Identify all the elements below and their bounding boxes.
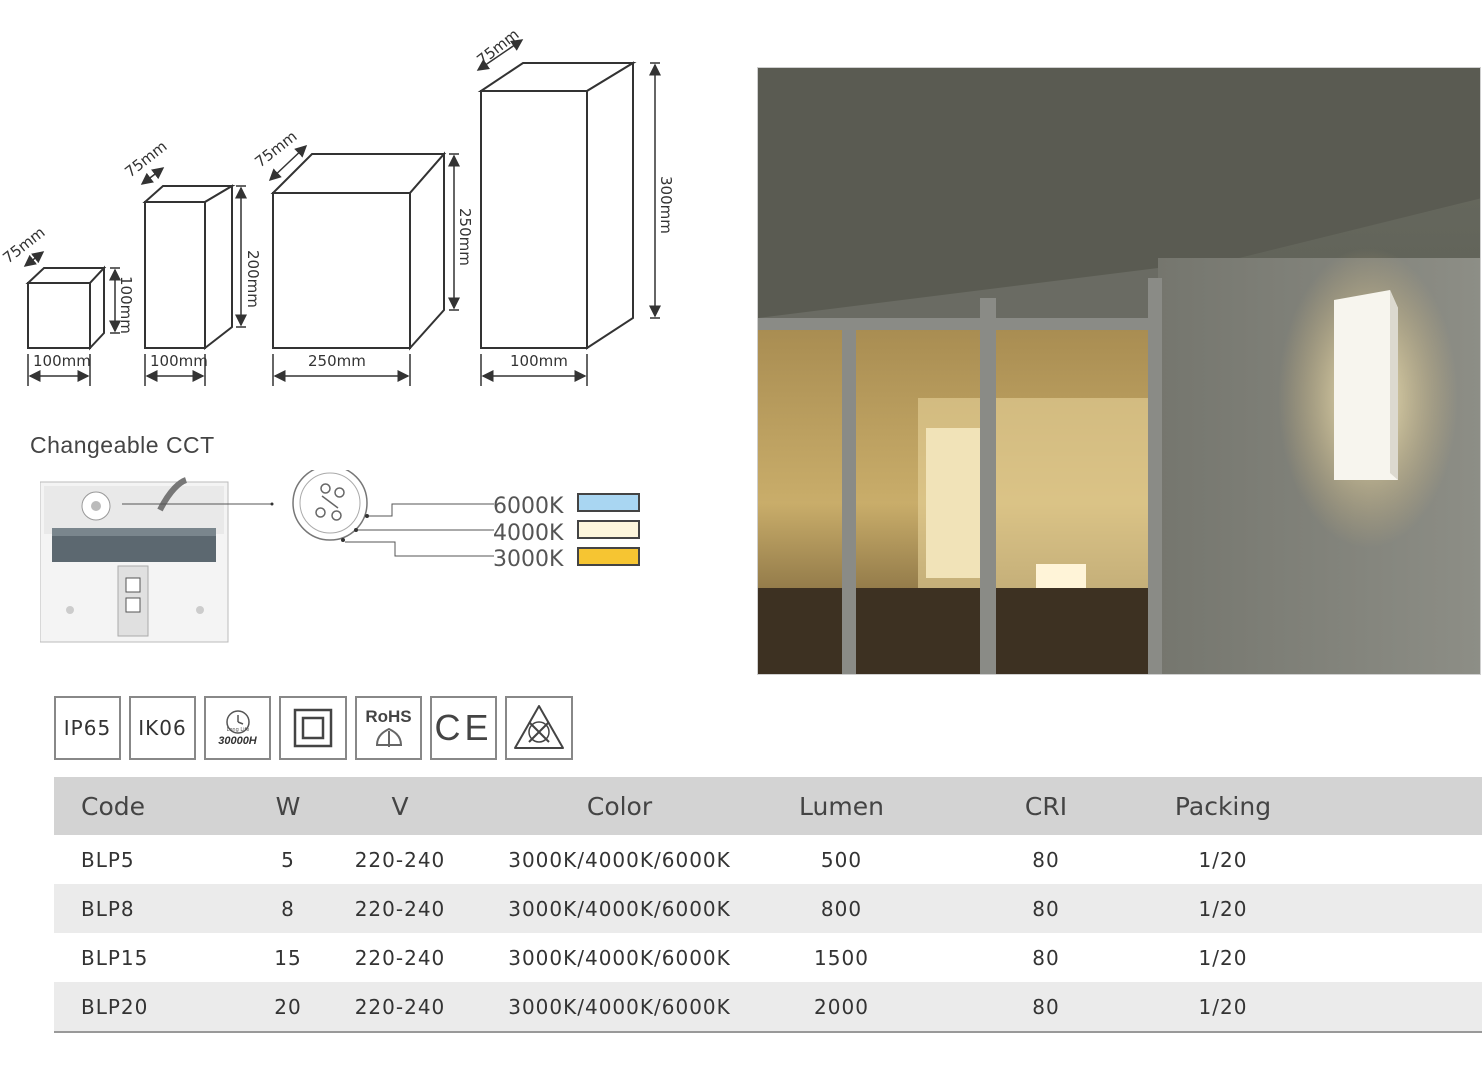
header-cri: CRI: [920, 777, 1172, 835]
height-label-2: 200mm: [244, 250, 262, 308]
ce-badge: CE: [430, 696, 497, 760]
cell-lumen: 2000: [763, 982, 920, 1033]
cell-color: 3000K/4000K/6000K: [476, 982, 763, 1033]
ip65-badge: IP65: [54, 696, 121, 760]
cct-6000k-label: 6000K: [493, 494, 564, 519]
depth-label-3: 75mm: [251, 127, 300, 171]
header-v: V: [324, 777, 476, 835]
box-100x300: [477, 61, 637, 350]
cct-4000k-swatch: [577, 520, 640, 539]
ik06-badge: IK06: [129, 696, 196, 760]
double-insulation-icon: [293, 708, 333, 748]
box-250x250: [270, 151, 447, 351]
cell-color: 3000K/4000K/6000K: [508, 945, 731, 970]
cell-code: BLP8: [54, 884, 252, 933]
spec-table: Code W V Color Lumen CRI Packing BLP5 5 …: [54, 777, 1482, 1033]
leaf-icon: [375, 727, 402, 747]
table-row: BLP5 5 220-240 3000K/4000K/6000K 500 80 …: [54, 835, 1482, 884]
class-ii-badge: [279, 696, 347, 760]
installation-photo: [757, 67, 1481, 675]
cct-3000k-swatch: [577, 547, 640, 566]
cell-lumen: 800: [763, 884, 920, 933]
cell-packing: 1/20: [1198, 945, 1248, 970]
cell-v: 220-240: [324, 884, 476, 933]
no-mercury-icon: [514, 705, 564, 749]
cell-w: 15: [274, 945, 302, 970]
no-mercury-badge: [505, 696, 573, 760]
cell-lumen: 1500: [814, 945, 869, 970]
depth-label-4: 75mm: [473, 25, 522, 69]
rohs-text: RoHS: [365, 707, 412, 726]
table-row: BLP20 20 220-240 3000K/4000K/6000K 2000 …: [54, 982, 1482, 1033]
box-100x200: [142, 184, 236, 351]
table-header-row: Code W V Color Lumen CRI Packing: [54, 777, 1482, 835]
rohs-badge: RoHS: [355, 696, 422, 760]
cct-title: Changeable CCT: [30, 432, 215, 458]
cct-6000k-swatch: [577, 493, 640, 512]
ik06-text: IK06: [138, 716, 187, 740]
cell-packing: 1/20: [1172, 982, 1274, 1033]
cell-cri: 80: [920, 884, 1172, 933]
header-w: W: [252, 777, 324, 835]
header-packing: Packing: [1172, 777, 1274, 835]
cell-w: 5: [281, 847, 295, 872]
cell-v: 220-240: [324, 982, 476, 1033]
cell-packing: 1/20: [1172, 884, 1274, 933]
cell-lumen: 500: [820, 847, 863, 872]
long-life-icon: Long Life: [225, 710, 250, 734]
dimension-drawings: 100mm 100mm 250mm 100mm 100mm 200mm 250m…: [0, 25, 675, 386]
cell-code: BLP20: [54, 982, 252, 1033]
cell-v: 220-240: [354, 847, 446, 872]
header-color: Color: [476, 777, 763, 835]
driver-unit-image: [40, 477, 274, 643]
box-100x100: [25, 265, 107, 351]
cell-packing: 1/20: [1198, 847, 1248, 872]
cct-diagram: 6000K 4000K 3000K: [40, 470, 640, 643]
cell-color: 3000K/4000K/6000K: [508, 847, 731, 872]
cell-w: 8: [252, 884, 324, 933]
depth-label-1: 75mm: [0, 223, 49, 267]
height-label-3: 250mm: [456, 208, 474, 266]
table-row: BLP15 15 220-240 3000K/4000K/6000K 1500 …: [54, 933, 1482, 982]
cct-3000k-label: 3000K: [493, 547, 564, 572]
cct-selector-dial-icon: [292, 470, 369, 542]
table-row: BLP8 8 220-240 3000K/4000K/6000K 800 80 …: [54, 884, 1482, 933]
width-label-4: 100mm: [510, 352, 568, 370]
long-life-text: 30000H: [218, 735, 257, 747]
cell-code: BLP5: [81, 847, 135, 872]
cell-cri: 80: [1032, 945, 1060, 970]
height-label-4: 300mm: [657, 176, 675, 234]
cell-cri: 80: [1032, 847, 1060, 872]
height-label-1: 100mm: [117, 276, 135, 334]
svg-text:Long Life: Long Life: [226, 727, 249, 733]
header-lumen: Lumen: [763, 777, 920, 835]
cell-code: BLP15: [81, 945, 149, 970]
width-label-2: 100mm: [150, 352, 208, 370]
width-label-1: 100mm: [33, 352, 91, 370]
cct-4000k-label: 4000K: [493, 521, 564, 546]
cell-w: 20: [252, 982, 324, 1033]
depth-label-2: 75mm: [121, 137, 170, 181]
ce-text: CE: [434, 707, 493, 748]
ip65-text: IP65: [63, 716, 112, 740]
cell-v: 220-240: [354, 945, 446, 970]
width-label-3: 250mm: [308, 352, 366, 370]
header-code: Code: [54, 777, 252, 835]
cell-color: 3000K/4000K/6000K: [476, 884, 763, 933]
cell-cri: 80: [920, 982, 1172, 1033]
long-life-badge: Long Life 30000H: [204, 696, 271, 760]
